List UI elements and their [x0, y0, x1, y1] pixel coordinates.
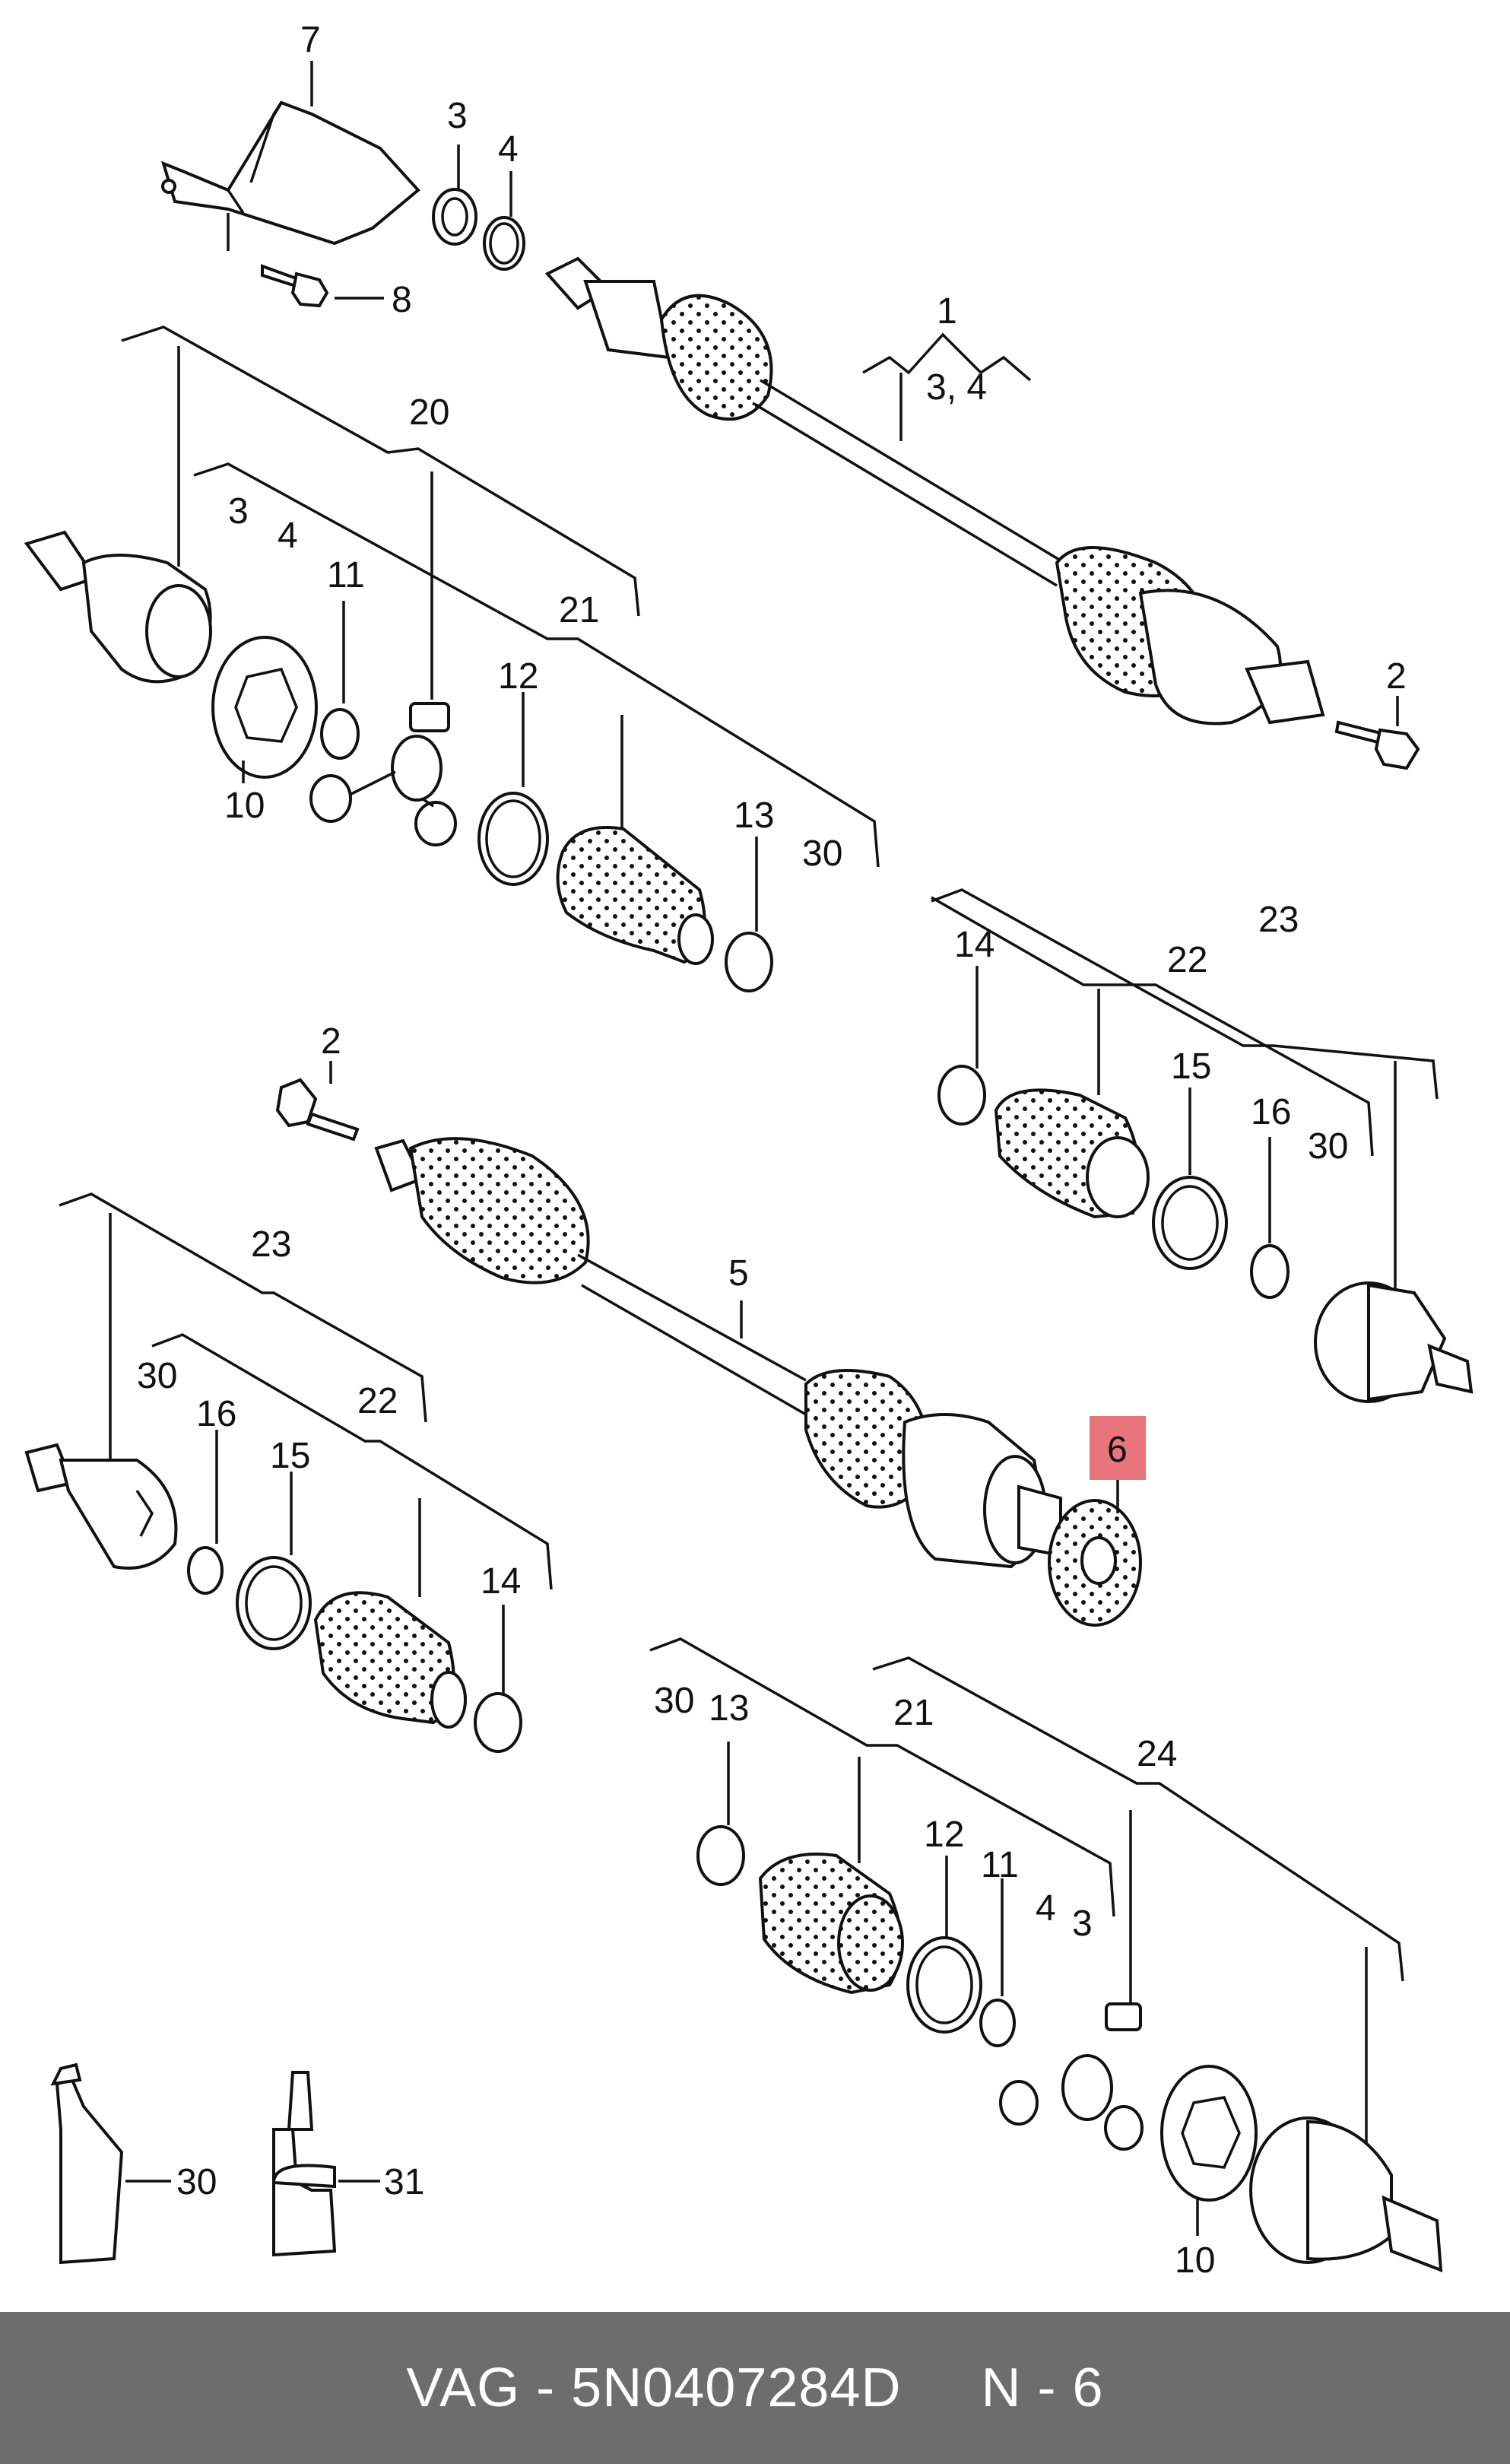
callout-30-right: 30: [1308, 1126, 1348, 1167]
callout-30-left: 30: [137, 1356, 177, 1396]
callout-12-lower: 12: [924, 1815, 964, 1855]
callout-3-top: 3: [447, 96, 468, 136]
bolt-2-lower: [275, 1061, 360, 1142]
callout-5: 5: [728, 1253, 749, 1294]
callout-22-right: 22: [1167, 940, 1207, 980]
circlip-3: [432, 144, 477, 246]
callout-16-right: 16: [1251, 1092, 1291, 1132]
callout-2-top: 2: [1386, 656, 1407, 697]
sealant-bottle: [271, 2071, 380, 2257]
drive-shaft-upper: [544, 256, 1325, 726]
callout-30-lower: 30: [654, 1681, 694, 1721]
callout-11-upper: 11: [327, 555, 365, 595]
callout-30-upper: 30: [802, 834, 842, 874]
bolt-2-top: [1334, 696, 1420, 770]
outer-joint-left-lower: [24, 1443, 178, 1570]
callout-15-left: 15: [270, 1436, 310, 1476]
callout-21-lower: 21: [893, 1693, 934, 1733]
circlip-16-left: [187, 1430, 224, 1595]
callout-10-lower: 10: [1175, 2240, 1215, 2281]
bolt-8: [261, 264, 384, 308]
outer-joint-left: [24, 530, 212, 684]
callout-14-right: 14: [954, 925, 995, 965]
heat-shield-bracket: [160, 61, 420, 251]
callout-7: 7: [300, 20, 321, 60]
joint-disc-10: [211, 636, 318, 783]
ring-4: [483, 171, 525, 271]
bracket-22-left: [151, 1333, 553, 1590]
callout-3-mid: 3: [228, 491, 249, 532]
bracket-21-lower: [649, 1637, 1115, 1917]
circlip-11-upper: [320, 601, 360, 760]
callout-4-lower: 4: [1036, 1888, 1056, 1929]
clamp-13-upper: [725, 837, 773, 992]
clamp-15-left: [236, 1472, 312, 1650]
callout-11-lower: 11: [981, 1845, 1019, 1885]
parts-diagram: 7 8 3 4 1 3, 4 2 20: [24, 20, 1474, 2281]
callout-30-grease: 30: [176, 2162, 217, 2202]
callout-20: 20: [409, 392, 449, 433]
clamp-14-left: [474, 1605, 522, 1753]
callout-2-lower: 2: [321, 1021, 341, 1062]
callout-15-right: 15: [1171, 1046, 1211, 1087]
grease-tube: [50, 2062, 171, 2265]
tripod-spider-lower: [999, 2002, 1144, 2151]
footer-bar: VAG - 5N0407284D N - 6: [0, 2312, 1510, 2464]
callout-6: 6: [1107, 1430, 1128, 1470]
boot-right: [994, 989, 1150, 1219]
bracket-23-right: [931, 888, 1439, 1100]
bracket-24: [872, 1656, 1404, 1982]
joint-disc-10-lower: [1160, 2065, 1258, 2236]
callout-3-lower: 3: [1072, 1904, 1093, 1944]
callout-1: 1: [937, 291, 957, 332]
callout-24: 24: [1137, 1734, 1177, 1774]
clamp-15-right: [1152, 1088, 1228, 1270]
clamp-12-upper: [477, 692, 549, 886]
callout-4-mid: 4: [278, 516, 298, 556]
boot-upper-left: [556, 715, 714, 965]
callout-14-left: 14: [481, 1561, 521, 1602]
bracket-23-left: [59, 1192, 427, 1423]
circlip-11-lower: [979, 1878, 1016, 2047]
callout-6-highlight: [1090, 1416, 1146, 1513]
boot-lower: [758, 1757, 904, 1995]
callout-13-upper: 13: [734, 795, 774, 836]
callout-21-upper: 21: [559, 590, 599, 630]
callout-16-left: 16: [196, 1394, 236, 1434]
callout-10-upper: 10: [224, 786, 265, 826]
callout-12-upper: 12: [498, 656, 538, 697]
bracket-22-right: [931, 896, 1374, 1157]
callout-23-right: 23: [1258, 900, 1299, 940]
footer-part-number: VAG - 5N0407284D N - 6: [406, 2358, 1104, 2418]
circlip-16-right: [1250, 1137, 1290, 1299]
callout-4-top: 4: [498, 129, 519, 170]
callout-23-left: 23: [251, 1224, 291, 1265]
callout-31: 31: [384, 2162, 424, 2202]
boot-left-lower: [313, 1498, 467, 1729]
bracket-20: [121, 325, 640, 617]
callout-3-4: 3, 4: [926, 367, 987, 408]
outer-joint-right: [1314, 1281, 1474, 1403]
callout-13-lower: 13: [709, 1688, 749, 1729]
bracket-21: [193, 462, 880, 868]
callout-8: 8: [392, 280, 412, 320]
callout-22-left: 22: [357, 1381, 398, 1421]
clamp-14-right: [937, 966, 986, 1126]
clamp-12-lower: [906, 1856, 982, 2034]
clamp-13-lower: [696, 1742, 745, 1886]
tripod-spider: [309, 702, 457, 846]
bracket-1: [862, 332, 1032, 382]
outer-joint-lower: [1249, 2116, 1443, 2273]
drive-shaft-5: [374, 1137, 1142, 1627]
